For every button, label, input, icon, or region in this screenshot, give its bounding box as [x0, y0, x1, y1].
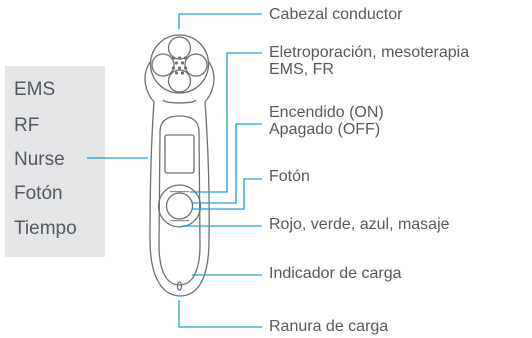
display-screen — [164, 134, 195, 174]
head-electrode-bottom — [167, 69, 192, 93]
mode-rf: RF — [14, 115, 40, 136]
mode-foton: Fotón — [14, 183, 63, 204]
head-electrode-top — [167, 36, 192, 60]
callout-electroporacion: Eletroporación, mesoterapia — [269, 44, 470, 61]
callout-ranura: Ranura de carga — [269, 318, 389, 335]
control-dial — [157, 184, 202, 228]
leader-encendido — [192, 123, 262, 204]
control-dial-inner — [165, 192, 194, 220]
head-electrode-left — [151, 53, 175, 77]
mode-ems: EMS — [14, 79, 56, 100]
leader-foton — [192, 178, 262, 210]
mode-tiempo: Tiempo — [14, 218, 77, 239]
handle-inner-panel — [158, 115, 201, 286]
modes-panel — [5, 66, 105, 257]
callout-foton: Fotón — [269, 168, 310, 185]
leader-lines — [87, 13, 262, 328]
conductor-head — [149, 34, 210, 94]
callout-electroporacion-2: EMS, FR — [269, 61, 334, 78]
charge-indicator — [176, 281, 183, 291]
head-led-dots — [171, 56, 188, 75]
callout-rojo-verde: Rojo, verde, azul, masaje — [269, 216, 450, 233]
head-electrode-right — [184, 53, 208, 77]
leader-cabezal — [178, 13, 262, 29]
callout-indicador: Indicador de carga — [269, 265, 402, 282]
leader-electroporacion — [190, 52, 262, 193]
callout-apagado: Apagado (OFF) — [269, 121, 381, 138]
mode-nurse: Nurse — [14, 149, 65, 170]
callout-encendido: Encendido (ON) — [269, 104, 384, 121]
device-body — [144, 61, 215, 297]
leader-ranura — [178, 300, 262, 328]
callout-cabezal: Cabezal conductor — [269, 6, 403, 23]
